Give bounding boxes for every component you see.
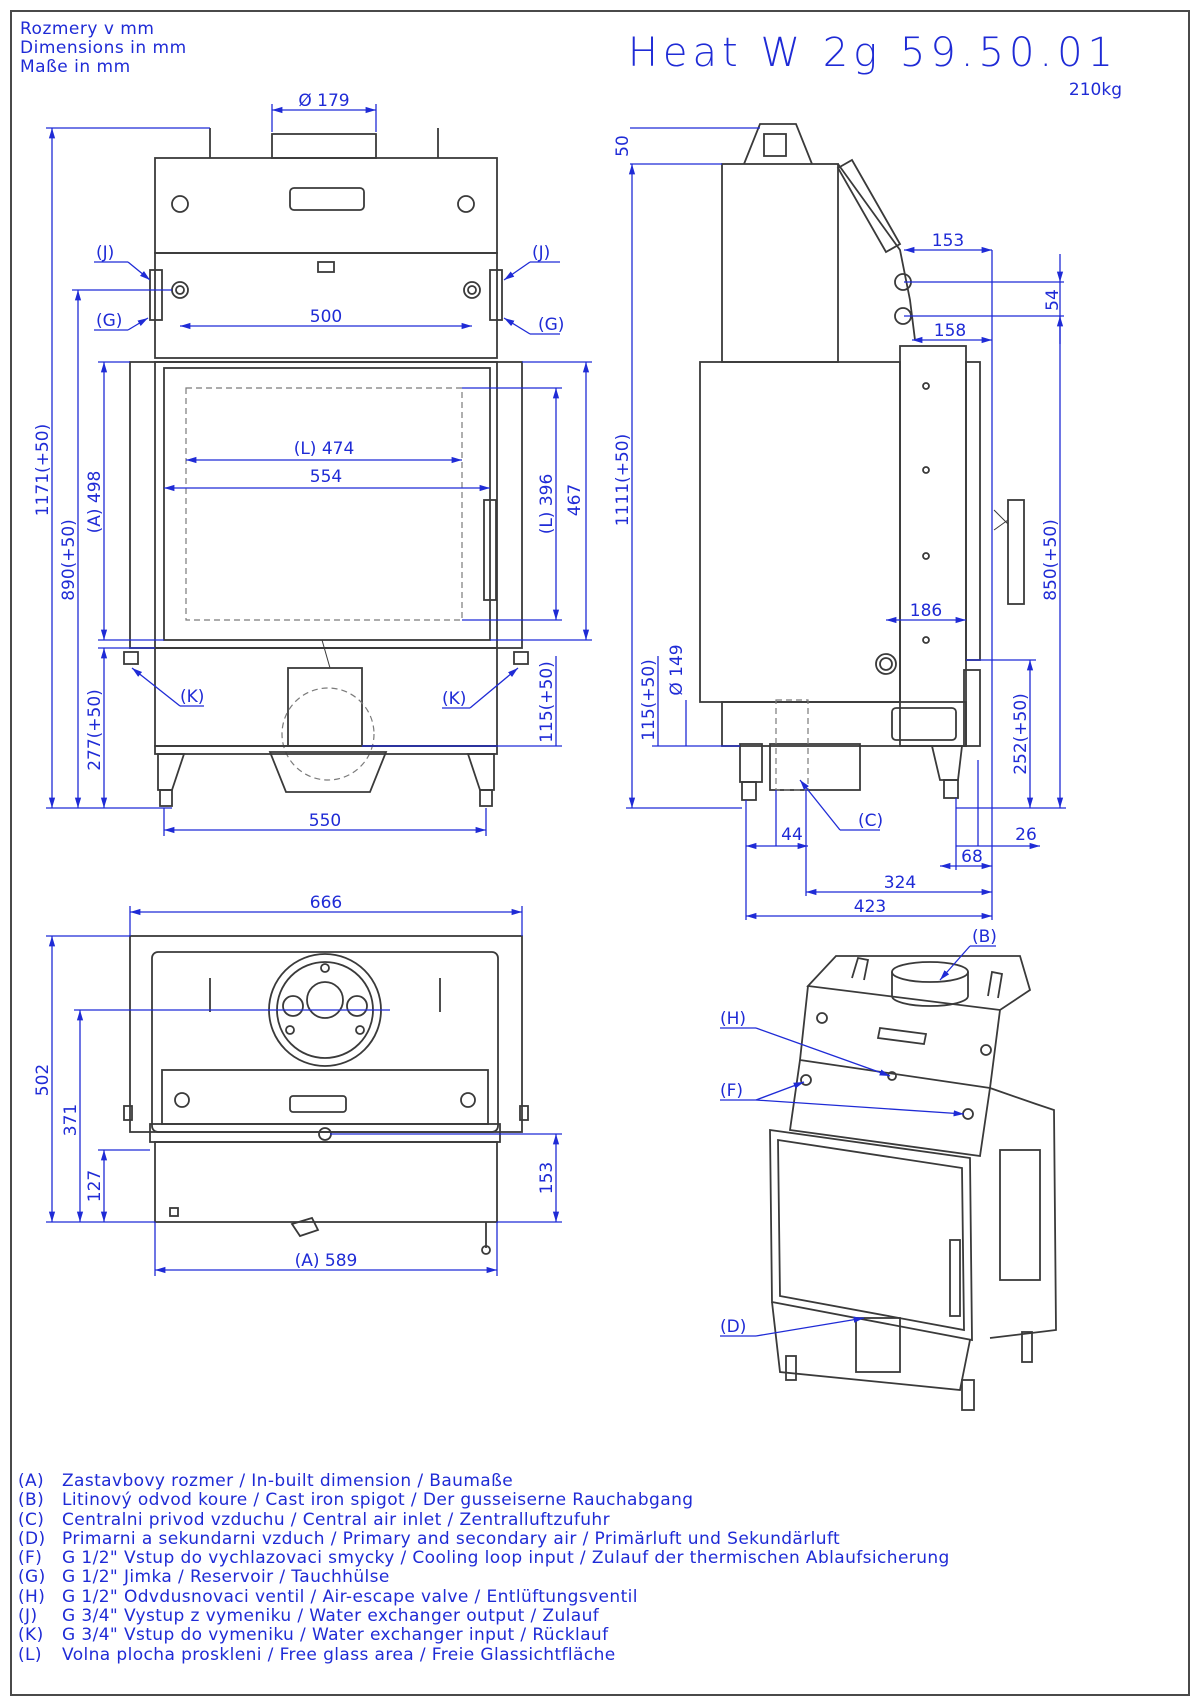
dim-top-153: 153 [537, 1162, 557, 1194]
dim-front-550: 550 [309, 811, 341, 831]
iso-view [769, 955, 1057, 1411]
dim-side-44: 44 [781, 825, 803, 845]
dim-front-l474: (L) 474 [294, 439, 355, 459]
dim-front-115: 115(+50) [537, 661, 557, 743]
legend: (A) Zastavbovy rozmer / In-built dimensio… [18, 1471, 950, 1665]
legend-row-j: (J) G 3/4" Vystup z vymeniku / Water exch… [18, 1606, 950, 1627]
legend-text: G 3/4" Vstup do vymeniku / Water exchang… [62, 1625, 609, 1646]
dim-side-153: 153 [932, 231, 964, 251]
legend-key: (F) [18, 1548, 43, 1569]
side-dimensions: 50 153 54 158 1111(+50) 850(+50) 186 Ø 1… [613, 127, 1066, 920]
units-line-de: Maße in mm [20, 57, 131, 77]
dim-side-26: 26 [1015, 825, 1037, 845]
dim-side-50: 50 [613, 135, 633, 157]
tag-front-j-right: (J) [532, 243, 550, 263]
legend-row-f: (F) G 1/2" Vstup do vychlazovaci smycky /… [18, 1548, 950, 1569]
dim-front-1171: 1171(+50) [33, 424, 53, 516]
top-dimensions: 666 502 371 127 153 (A) 589 [33, 893, 562, 1276]
tag-front-j-left: (J) [96, 243, 114, 263]
dim-side-252: 252(+50) [1011, 693, 1031, 775]
dim-side-d149: Ø 149 [667, 644, 687, 695]
legend-key: (L) [18, 1644, 42, 1665]
dim-side-68: 68 [961, 847, 983, 867]
legend-text: G 1/2" Odvdusnovaci ventil / Air-escape … [62, 1586, 638, 1607]
front-dimensions: Ø 179 500 (L) 474 554 (L) 396 467 (A) 49… [33, 91, 592, 836]
legend-row-c: (C) Centralni privod vzduchu / Central ai… [18, 1509, 950, 1530]
dim-front-a498: (A) 498 [85, 471, 105, 534]
dim-front-554: 554 [310, 467, 342, 487]
drawing-frame [10, 10, 1190, 1696]
dim-top-502: 502 [33, 1064, 53, 1096]
legend-row-d: (D) Primarni a sekundarni vzduch / Primar… [18, 1528, 950, 1549]
dim-side-115: 115(+50) [639, 659, 659, 741]
legend-text: Volna plocha proskleni / Free glass area… [62, 1644, 616, 1665]
legend-row-a: (A) Zastavbovy rozmer / In-built dimensio… [18, 1471, 950, 1491]
legend-key: (J) [18, 1606, 38, 1627]
legend-text: Centralni privod vzduchu / Central air i… [62, 1509, 611, 1530]
legend-key: (D) [18, 1528, 46, 1549]
legend-key: (A) [18, 1471, 45, 1491]
tag-iso-b: (B) [972, 927, 997, 947]
legend-row-b: (B) Litinový odvod koure / Cast iron spig… [18, 1490, 950, 1511]
dim-side-54: 54 [1043, 289, 1063, 311]
tag-front-k-right: (K) [442, 689, 466, 709]
dim-side-423: 423 [854, 897, 886, 917]
legend-text: Primarni a sekundarni vzduch / Primary a… [62, 1528, 841, 1549]
dim-side-186: 186 [910, 601, 942, 621]
weight-label: 210kg [1068, 80, 1122, 100]
tag-front-g-left: (G) [96, 311, 122, 331]
iso-callouts: (B) (H) (F) (D) [720, 927, 997, 1337]
legend-key: (C) [18, 1509, 45, 1530]
legend-row-l: (L) Volna plocha proskleni / Free glass a… [18, 1644, 950, 1665]
legend-text: Zastavbovy rozmer / In-built dimension /… [62, 1471, 514, 1491]
legend-text: Litinový odvod koure / Cast iron spigot … [62, 1490, 694, 1511]
dim-side-1111: 1111(+50) [613, 434, 633, 526]
dim-front-500: 500 [310, 307, 342, 327]
units-note: Rozmery v mm Dimensions in mm Maße in mm [20, 20, 187, 77]
dim-top-666: 666 [310, 893, 342, 913]
legend-text: G 3/4" Vystup z vymeniku / Water exchang… [62, 1606, 600, 1627]
dim-side-850: 850(+50) [1041, 519, 1061, 601]
dim-front-277: 277(+50) [85, 689, 105, 771]
dim-top-a589: (A) 589 [295, 1251, 358, 1271]
front-view [123, 128, 529, 807]
legend-key: (K) [18, 1625, 44, 1646]
legend-row-k: (K) G 3/4" Vstup do vymeniku / Water exch… [18, 1625, 950, 1646]
side-view [699, 123, 1025, 801]
dim-front-l396: (L) 396 [537, 474, 557, 535]
legend-row-h: (H) G 1/2" Odvdusnovaci ventil / Air-esca… [18, 1586, 950, 1607]
top-view [123, 935, 529, 1255]
dim-top-127: 127 [85, 1170, 105, 1202]
dim-top-371: 371 [61, 1104, 81, 1136]
tag-iso-d: (D) [720, 1317, 746, 1337]
dim-front-890: 890(+50) [59, 519, 79, 601]
tag-iso-f: (F) [720, 1081, 743, 1101]
units-line-cz: Rozmery v mm [20, 19, 155, 39]
legend-key: (B) [18, 1490, 45, 1511]
tag-front-k-left: (K) [180, 687, 204, 707]
legend-text: G 1/2" Vstup do vychlazovaci smycky / Co… [62, 1548, 950, 1569]
dim-side-324: 324 [884, 873, 916, 893]
tag-front-g-right: (G) [538, 315, 564, 335]
legend-key: (H) [18, 1586, 46, 1607]
legend-text: G 1/2" Jimka / Reservoir / Tauchhülse [62, 1567, 390, 1588]
drawing-title: Heat W 2g 59.50.01 [627, 30, 1118, 76]
tag-side-c: (C) [858, 811, 883, 831]
tag-iso-h: (H) [720, 1009, 746, 1029]
dim-front-467: 467 [565, 484, 585, 516]
legend-key: (G) [18, 1567, 46, 1588]
dim-front-spigot: Ø 179 [298, 91, 349, 111]
legend-row-g: (G) G 1/2" Jimka / Reservoir / Tauchhülse [18, 1567, 950, 1588]
dim-side-158: 158 [934, 321, 966, 341]
units-line-en: Dimensions in mm [20, 38, 187, 58]
